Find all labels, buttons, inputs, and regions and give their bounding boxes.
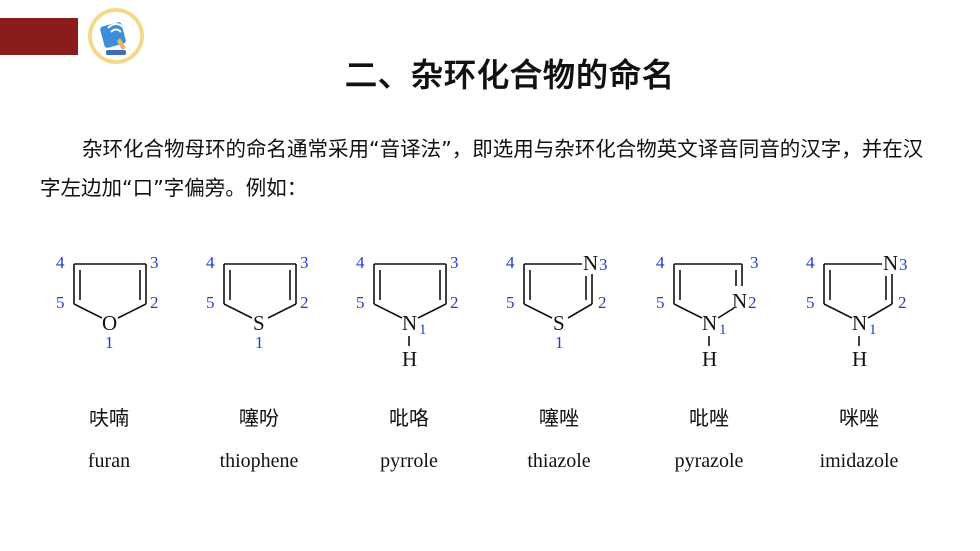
chinese-name: 吡唑 xyxy=(689,406,729,430)
locant-4: 4 xyxy=(356,253,365,272)
nitrogen-atom: N xyxy=(852,311,867,335)
locant-4: 4 xyxy=(656,253,665,272)
english-name: thiophene xyxy=(219,450,299,472)
locant-2: 2 xyxy=(898,293,907,312)
locant-3: 3 xyxy=(750,253,759,272)
locant-5: 5 xyxy=(806,293,815,312)
nitrogen-3-atom: N xyxy=(883,251,898,275)
page-title: 二、杂环化合物的命名 xyxy=(344,56,675,94)
locant-5: 5 xyxy=(506,293,515,312)
locant-5: 5 xyxy=(656,293,665,312)
pyrrole-structure: 4 3 5 2 N 1 H xyxy=(356,253,459,371)
locant-1: 1 xyxy=(869,322,877,338)
english-name: pyrazole xyxy=(674,450,744,472)
locant-2: 2 xyxy=(598,293,607,312)
locant-2: 2 xyxy=(450,293,459,312)
pyrazole-structure: 4 3 5 N 2 N 1 H xyxy=(656,253,759,371)
sulfur-atom: S xyxy=(553,311,565,335)
locant-1: 1 xyxy=(105,333,114,352)
imidazole-structure: 4 N 3 5 2 N 1 H xyxy=(806,251,908,371)
chinese-name: 噻吩 xyxy=(239,406,279,430)
nitrogen-atom: N xyxy=(583,251,598,275)
corner-accent-bar xyxy=(0,18,78,55)
locant-5: 5 xyxy=(56,293,65,312)
locant-1: 1 xyxy=(555,333,564,352)
chinese-name: 咪唑 xyxy=(839,406,879,430)
nitrogen-atom: N xyxy=(702,311,717,335)
locant-2: 2 xyxy=(748,293,757,312)
locant-4: 4 xyxy=(206,253,215,272)
english-name: pyrrole xyxy=(380,450,438,472)
locant-4: 4 xyxy=(56,253,65,272)
locant-5: 5 xyxy=(206,293,215,312)
nitrogen-atom: N xyxy=(402,311,417,335)
intro-paragraph: 杂环化合物母环的命名通常采用“音译法”，即选用与杂环化合物英文译音同音的汉字，并… xyxy=(40,137,924,200)
english-name: imidazole xyxy=(819,450,899,472)
locant-2: 2 xyxy=(300,293,309,312)
logo-icon xyxy=(88,8,144,64)
locant-3: 3 xyxy=(599,255,608,274)
chinese-name: 吡咯 xyxy=(389,406,429,430)
thiazole-structure: 4 N 3 5 2 S 1 xyxy=(506,251,608,352)
sulfur-atom: S xyxy=(253,311,265,335)
locant-1: 1 xyxy=(419,322,427,338)
english-name: thiazole xyxy=(527,450,591,472)
hydrogen-atom: H xyxy=(702,347,717,371)
locant-3: 3 xyxy=(899,255,908,274)
locant-4: 4 xyxy=(506,253,515,272)
locant-5: 5 xyxy=(356,293,365,312)
locant-2: 2 xyxy=(150,293,159,312)
english-name: furan xyxy=(87,450,131,472)
chinese-name: 呋喃 xyxy=(89,406,129,430)
locant-3: 3 xyxy=(300,253,309,272)
locant-3: 3 xyxy=(150,253,159,272)
locant-1: 1 xyxy=(255,333,264,352)
chinese-name: 噻唑 xyxy=(539,406,579,430)
furan-structure: 4 3 5 2 O 1 xyxy=(56,253,159,352)
locant-3: 3 xyxy=(450,253,459,272)
locant-1: 1 xyxy=(719,322,727,338)
hydrogen-atom: H xyxy=(852,347,867,371)
nitrogen-2-atom: N xyxy=(732,289,747,313)
oxygen-atom: O xyxy=(102,311,117,335)
locant-4: 4 xyxy=(806,253,815,272)
thiophene-structure: 4 3 5 2 S 1 xyxy=(206,253,309,352)
hydrogen-atom: H xyxy=(402,347,417,371)
